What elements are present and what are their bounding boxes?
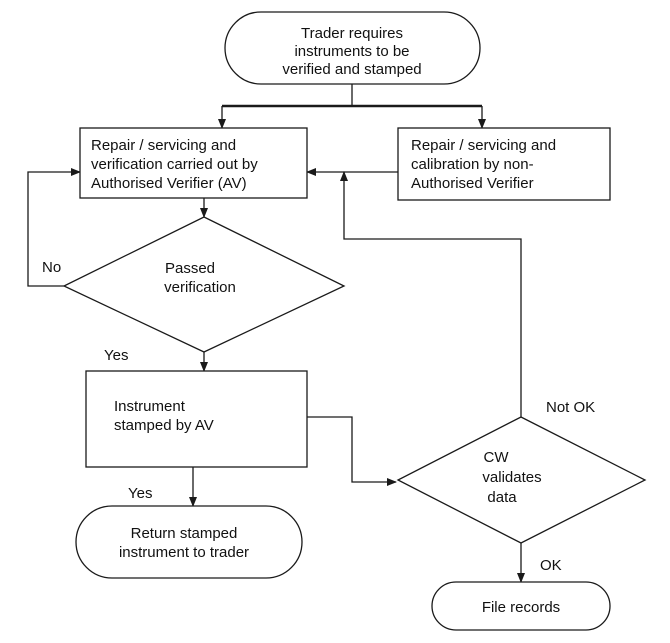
label-ok: OK xyxy=(540,557,562,574)
label-yes-return: Yes xyxy=(128,485,152,502)
node-start: Trader requires instruments to be verifi… xyxy=(224,11,481,85)
av-repair-line-2: verification carried out by xyxy=(91,156,258,173)
non-av-line-1: Repair / servicing and xyxy=(411,137,556,154)
decision-cw-validates: CW validates data xyxy=(396,416,647,544)
edge-labels: No Yes Yes Not OK OK xyxy=(42,259,595,574)
av-repair-line-1: Repair / servicing and xyxy=(91,137,236,154)
label-no: No xyxy=(42,259,61,276)
decision-passed-verification: Passed verification xyxy=(62,216,346,353)
stamped-line-1: Instrument xyxy=(114,398,186,415)
connector-stamped-to-cw xyxy=(307,416,397,486)
connector-not-ok-loop xyxy=(340,171,522,417)
node-return-to-trader: Return stamped instrument to trader xyxy=(75,505,303,579)
connector-no-loop xyxy=(27,168,81,287)
label-yes-passed: Yes xyxy=(104,347,128,364)
label-not-ok: Not OK xyxy=(546,399,595,416)
stamped-line-2: stamped by AV xyxy=(114,417,214,434)
passed-line-2: verification xyxy=(164,279,236,296)
node-non-av: Repair / servicing and calibration by no… xyxy=(397,127,611,201)
cw-line-1: CW xyxy=(484,449,510,466)
node-file-records: File records xyxy=(431,581,611,631)
file-records-label: File records xyxy=(482,599,560,616)
av-repair-line-3: Authorised Verifier (AV) xyxy=(91,175,247,192)
start-line-3: verified and stamped xyxy=(282,61,421,78)
passed-line-1: Passed xyxy=(165,260,215,277)
start-line-1: Trader requires xyxy=(301,25,403,42)
cw-line-2: validates xyxy=(482,469,541,486)
node-av-repair: Repair / servicing and verification carr… xyxy=(79,127,308,199)
non-av-line-2: calibration by non- xyxy=(411,156,534,173)
non-av-line-3: Authorised Verifier xyxy=(411,175,534,192)
start-line-2: instruments to be xyxy=(294,43,409,60)
return-line-2: instrument to trader xyxy=(119,544,249,561)
return-line-1: Return stamped xyxy=(131,525,238,542)
connectors xyxy=(27,84,525,583)
cw-line-3: data xyxy=(487,489,517,506)
node-stamped: Instrument stamped by AV xyxy=(85,370,308,468)
